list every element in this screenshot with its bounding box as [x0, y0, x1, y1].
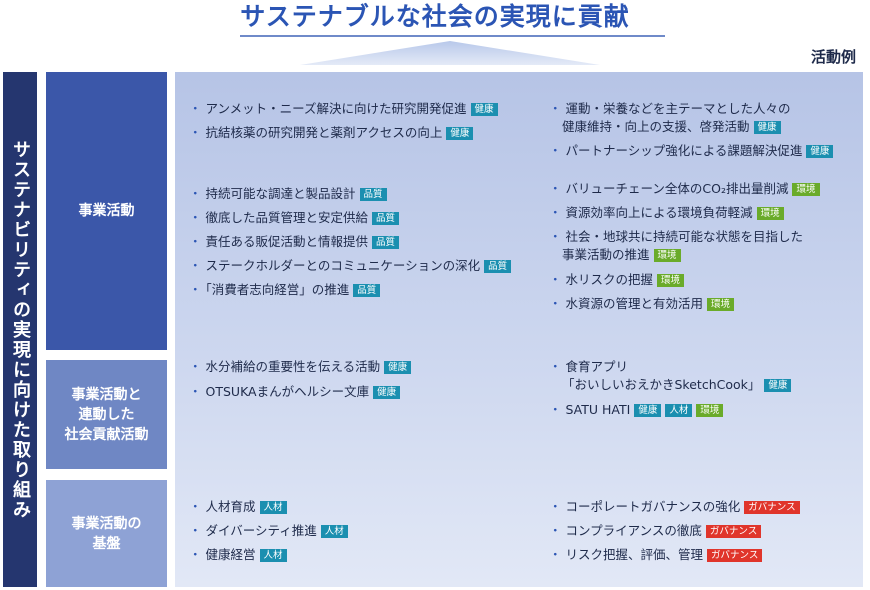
- env-tag: 環境: [792, 183, 820, 196]
- page-title: サステナブルな社会の実現に貢献: [240, 2, 630, 31]
- list-item: ・抗結核薬の研究開発と薬剤アクセスの向上健康: [189, 124, 474, 142]
- list-item: ・パートナーシップ強化による課題解決促進健康: [549, 142, 834, 160]
- health-tag: 健康: [764, 379, 792, 392]
- env-tag: 環境: [657, 274, 685, 287]
- list-item: ・水分補給の重要性を伝える活動健康: [189, 358, 412, 376]
- people-tag: 人材: [320, 525, 348, 538]
- list-item: ・OTSUKAまんがヘルシー文庫健康: [189, 383, 401, 401]
- governance-tag: ガバナンス: [744, 501, 800, 514]
- list-item: ・リスク把握、評価、管理ガバナンス: [549, 546, 763, 564]
- governance-tag: ガバナンス: [707, 549, 763, 562]
- health-tag: 健康: [373, 386, 401, 399]
- list-item: ・「消費者志向経営」の推進品質: [189, 281, 381, 299]
- list-item: ・責任ある販促活動と情報提供品質: [189, 233, 400, 251]
- quality-tag: 品質: [353, 284, 381, 297]
- category-social: 事業活動と 連動した 社会貢献活動: [46, 360, 167, 469]
- list-item: ・食育アプリ「おいしいおえかきSketchCook」健康: [549, 358, 792, 394]
- side-band-label: サステナビリティの実現に向けた取り組み: [10, 139, 31, 520]
- health-tag: 健康: [470, 103, 498, 116]
- list-item: ・人材育成人材: [189, 498, 287, 516]
- env-tag: 環境: [653, 249, 681, 262]
- examples-label: 活動例: [810, 48, 856, 66]
- list-item: ・ダイバーシティ推進人材: [189, 522, 348, 540]
- people-tag: 人材: [259, 549, 287, 562]
- health-tag: 健康: [446, 127, 474, 140]
- health-tag: 健康: [384, 361, 412, 374]
- people-tag: 人材: [259, 501, 287, 514]
- people-tag: 人材: [665, 404, 693, 417]
- title-underline: [240, 35, 665, 37]
- quality-tag: 品質: [484, 260, 512, 273]
- list-item: ・運動・栄養などを主テーマとした人々の健康維持・向上の支援、啓発活動健康: [549, 101, 791, 134]
- list-item: ・コーポレートガバナンスの強化ガバナンス: [549, 498, 800, 516]
- health-tag: 健康: [753, 121, 781, 134]
- quality-tag: 品質: [359, 188, 387, 201]
- category-business: 事業活動: [46, 72, 167, 350]
- upward-triangle-arrow: [300, 41, 600, 65]
- env-tag: 環境: [707, 298, 735, 311]
- activities-panel: ・アンメット・ニーズ解決に向けた研究開発促進健康 ・抗結核薬の研究開発と薬剤アク…: [175, 72, 863, 587]
- env-tag: 環境: [756, 207, 784, 220]
- list-item: ・バリューチェーン全体のCO₂排出量削減環境: [549, 180, 820, 198]
- list-item: ・ステークホルダーとのコミュニケーションの深化品質: [189, 257, 512, 275]
- list-item: ・資源効率向上による環境負荷軽減環境: [549, 204, 784, 222]
- health-tag: 健康: [806, 145, 834, 158]
- list-item: ・持続可能な調達と製品設計品質: [189, 185, 387, 203]
- list-item: ・コンプライアンスの徹底ガバナンス: [549, 522, 762, 540]
- env-tag: 環境: [696, 404, 724, 417]
- list-item: ・徹底した品質管理と安定供給品質: [189, 209, 400, 227]
- category-foundation: 事業活動の 基盤: [46, 480, 167, 587]
- list-item: ・健康経営人材: [189, 546, 287, 564]
- list-item: ・水資源の管理と有効活用環境: [549, 295, 735, 313]
- side-band: サステナビリティの実現に向けた取り組み: [3, 72, 37, 587]
- governance-tag: ガバナンス: [705, 525, 762, 538]
- quality-tag: 品質: [372, 212, 400, 225]
- health-tag: 健康: [634, 404, 662, 417]
- quality-tag: 品質: [372, 236, 400, 249]
- list-item: ・社会・地球共に持続可能な状態を目指した事業活動の推進環境: [549, 229, 804, 262]
- list-item: ・アンメット・ニーズ解決に向けた研究開発促進健康: [189, 100, 498, 118]
- list-item: ・水リスクの把握環境: [549, 271, 685, 289]
